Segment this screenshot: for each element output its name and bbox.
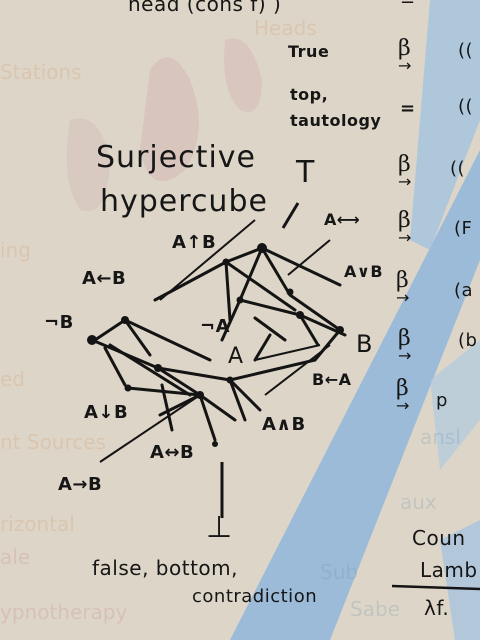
pink-smudge-2: [224, 38, 262, 113]
title-pointer-line: [281, 202, 300, 229]
hypercube-vertices: [87, 243, 344, 447]
rhs-4: (F: [454, 218, 473, 239]
faded-text-11: Sabe: [350, 597, 400, 621]
beta-op-7: β: [396, 376, 410, 401]
hypercube-long-edges: [99, 219, 331, 463]
beta-arrow-1: →: [398, 56, 412, 75]
bottom-symbol: ⊥: [206, 510, 233, 545]
hypercube-edges: [90, 246, 347, 442]
beta-op-5: β: [396, 268, 410, 293]
blue-streak-main: [230, 150, 480, 640]
bottom-caption-1: false, bottom,: [92, 556, 238, 580]
pink-smudge-1: [140, 57, 199, 182]
faded-text-8: Heads: [254, 16, 317, 40]
label-b-from-a: B←A: [312, 370, 352, 389]
node-a-to-b: A→B: [58, 474, 103, 495]
rhs-6: (b: [458, 330, 478, 351]
faded-text-9: Sub: [320, 560, 359, 584]
node-a-nand-b: A↑B: [172, 232, 217, 253]
faded-text-7: ypnotherapy: [0, 600, 128, 624]
node-not-b: ¬B: [44, 312, 74, 333]
beta-op-3: β: [398, 152, 412, 177]
label-b: B: [356, 330, 373, 358]
node-a-iff-b: A↔B: [150, 442, 195, 463]
pink-smudge-3: [66, 118, 110, 212]
corner-line-1: Coun: [412, 526, 466, 550]
corner-divider: [391, 584, 480, 591]
bottom-caption-2: contradiction: [192, 586, 318, 607]
title-hypercube: hypercube: [100, 184, 268, 219]
label-top-symbol: T: [296, 155, 315, 190]
label-top-tautology: top, tautology: [290, 85, 382, 130]
blue-streak-mid: [430, 340, 480, 470]
rhs-7: p: [436, 390, 448, 411]
faded-text-12: aux: [400, 490, 437, 514]
faded-text-2: ing: [0, 238, 31, 262]
node-not-a: ¬A: [200, 316, 231, 337]
faded-text-6: ale: [0, 545, 31, 569]
node-a-from-b: A←B: [82, 268, 127, 289]
beta-arrow-3: →: [398, 172, 412, 191]
corner-line-2: Lamb: [420, 558, 478, 582]
faded-text-1: Stations: [0, 60, 82, 84]
label-a-or-b: A∨B: [344, 262, 384, 281]
beta-arrow-4: →: [398, 228, 412, 247]
title-surjective: Surjective: [96, 140, 256, 175]
faded-text-4: nt Sources: [0, 430, 106, 454]
node-a-nor-b: A↓B: [84, 402, 129, 423]
label-true: True: [288, 42, 330, 61]
faded-text-3: ed: [0, 367, 25, 391]
op-eq-2: =: [400, 98, 416, 119]
header-eq: =: [400, 0, 416, 11]
node-a: A: [228, 344, 244, 369]
faded-text-5: rizontal: [0, 512, 75, 536]
rhs-5: (a: [454, 280, 474, 301]
corner-line-3: λf.: [424, 596, 450, 620]
beta-arrow-5: →: [396, 288, 410, 307]
blue-streak-top: [410, 0, 480, 250]
header-fragment: head (cons f) ): [128, 0, 282, 16]
node-a-and-b: A∧B: [262, 414, 306, 435]
beta-op-6: β: [398, 326, 412, 351]
beta-arrow-7: →: [396, 396, 410, 415]
beta-op-4: β: [398, 208, 412, 233]
blue-streak-bottom: [440, 520, 480, 640]
label-a-iff: A⟷: [324, 210, 361, 229]
beta-op-1: β: [398, 36, 412, 61]
rhs-2: ((: [458, 96, 474, 117]
rhs-1: ((: [458, 40, 474, 61]
beta-arrow-6: →: [398, 346, 412, 365]
rhs-3: ((: [450, 158, 466, 179]
faded-text-10: ansl: [420, 425, 461, 449]
